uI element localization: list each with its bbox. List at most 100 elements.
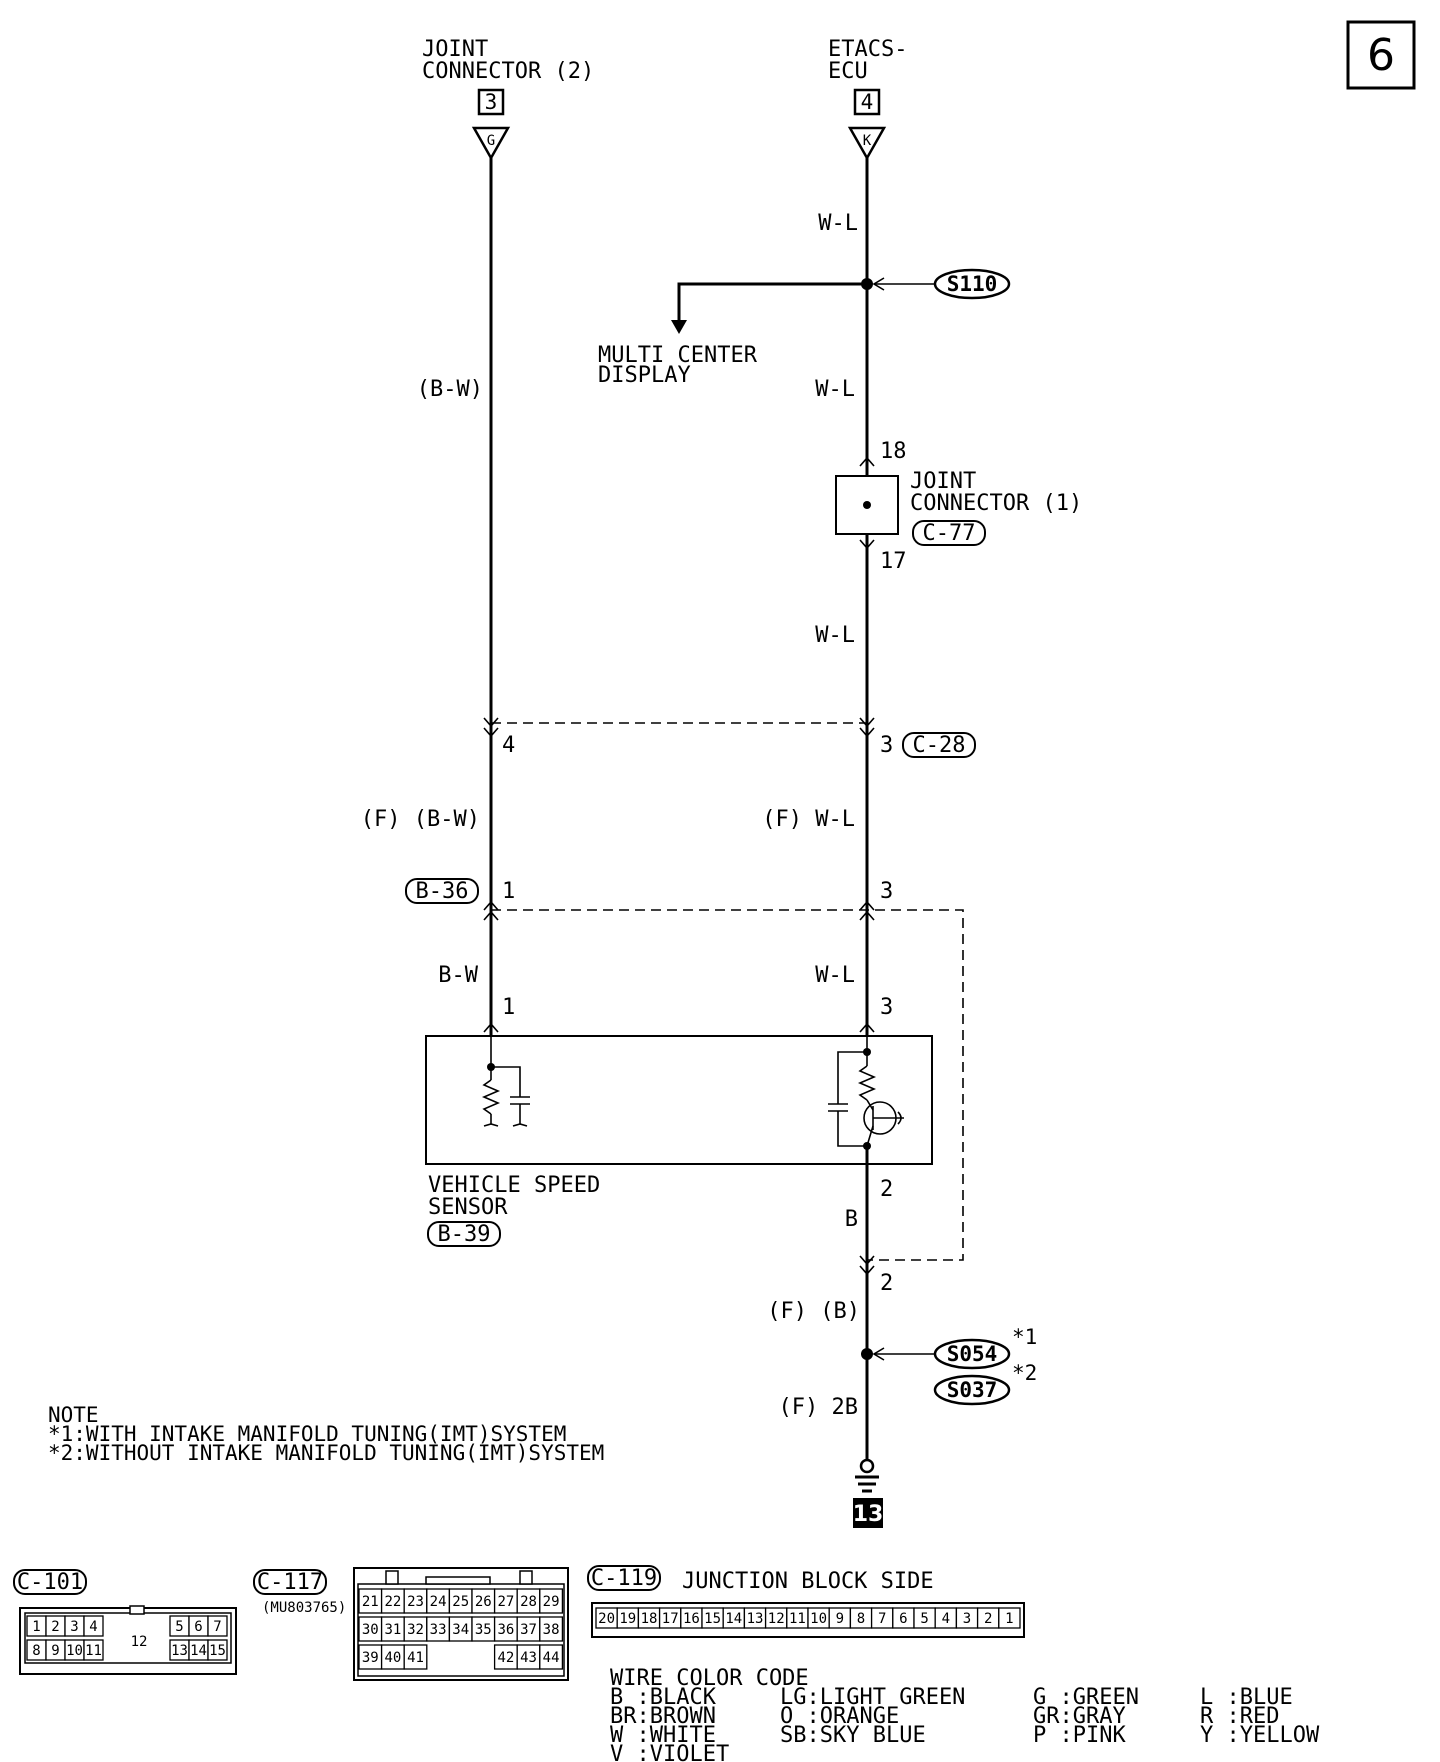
c117-pin-42: 42	[493, 1644, 518, 1670]
vehicle-speed-sensor: VEHICLE SPEED SENSOR B-39	[425, 1010, 933, 1247]
right-wire-color-8: (F) 2B	[779, 1395, 858, 1420]
ground-number: 13	[853, 1502, 884, 1527]
wcc-col1-3: V :VIOLET	[610, 1742, 729, 1762]
svg-text:14: 14	[190, 1643, 207, 1659]
c119-pin-15: 15	[701, 1607, 724, 1629]
jc1-name-2: CONNECTOR (1)	[910, 491, 1082, 516]
right-wire-color-7: (F) (B)	[767, 1299, 860, 1324]
c119-pin-14: 14	[722, 1607, 746, 1629]
svg-text:37: 37	[520, 1622, 537, 1638]
svg-text:27: 27	[497, 1594, 514, 1610]
page-number: 6	[1367, 30, 1395, 81]
c119-pin-16: 16	[680, 1607, 703, 1629]
svg-text:11: 11	[85, 1643, 102, 1659]
c119-pin-13: 13	[743, 1607, 767, 1629]
sensor-pin-3: 3	[880, 995, 893, 1020]
svg-text:6: 6	[194, 1619, 202, 1635]
c101-pin-8: 8	[26, 1639, 47, 1661]
sensor-name-2: SENSOR	[428, 1195, 508, 1220]
c117-pin-22: 22	[380, 1588, 405, 1614]
right-wire-color-3: W-L	[815, 623, 855, 648]
c101-pin-10: 10	[64, 1639, 85, 1661]
svg-text:19: 19	[619, 1611, 636, 1627]
svg-text:33: 33	[430, 1622, 447, 1638]
wcc-col1-1: BR:BROWN	[610, 1704, 716, 1729]
c117-pin-44: 44	[539, 1644, 564, 1670]
right-wire: W-L S110 MULTI CENTER DISPLAY W-L 18 JOI…	[598, 158, 1082, 1528]
svg-text:28: 28	[520, 1594, 537, 1610]
c117-pin-27: 27	[493, 1588, 518, 1614]
svg-text:34: 34	[452, 1622, 469, 1638]
svg-text:13: 13	[747, 1611, 764, 1627]
c117-pin-35: 35	[471, 1616, 496, 1642]
svg-text:8: 8	[857, 1611, 865, 1627]
right-wire-color-4: (F) W-L	[762, 807, 855, 832]
sensor-pin-1: 1	[502, 995, 515, 1020]
c117-pin-31: 31	[380, 1616, 405, 1642]
c119-pin-12: 12	[764, 1607, 788, 1629]
splice-s054-mark: *1	[1012, 1325, 1037, 1349]
svg-text:6: 6	[899, 1611, 907, 1627]
sensor-name-1: VEHICLE SPEED	[428, 1173, 600, 1198]
ground-icon	[859, 1458, 875, 1474]
svg-text:15: 15	[704, 1611, 721, 1627]
svg-text:29: 29	[543, 1594, 560, 1610]
svg-text:16: 16	[683, 1611, 700, 1627]
svg-text:14: 14	[725, 1611, 742, 1627]
c101-pin-12: 12	[131, 1634, 148, 1650]
splice-s037: S037	[947, 1378, 998, 1402]
svg-text:2: 2	[984, 1611, 992, 1627]
resistor-left-icon	[481, 1079, 501, 1115]
c101-pin-3: 3	[64, 1615, 85, 1637]
svg-text:17: 17	[662, 1611, 679, 1627]
svg-text:40: 40	[384, 1650, 401, 1666]
resistor-right-icon	[857, 1065, 877, 1101]
c101-pin-9: 9	[45, 1639, 66, 1661]
svg-text:15: 15	[209, 1643, 226, 1659]
svg-text:32: 32	[407, 1622, 424, 1638]
wire-color-code-title: WIRE COLOR CODE	[610, 1666, 809, 1691]
svg-text:9: 9	[836, 1611, 844, 1627]
c119-pin-20: 20	[595, 1607, 618, 1629]
joint-connector-2-name-1: JOINT	[422, 37, 488, 62]
svg-text:24: 24	[430, 1594, 447, 1610]
wcc-col2-1: O :ORANGE	[780, 1704, 899, 1729]
etacs-ecu-name-2: ECU	[828, 59, 868, 84]
c119-pin-7: 7	[870, 1607, 894, 1629]
c119-pin-9: 9	[828, 1607, 852, 1629]
right-wire-color-6: B	[845, 1207, 858, 1232]
wcc-col3-1: GR:GRAY	[1033, 1704, 1126, 1729]
etacs-ecu-header: ETACS- ECU 4 K	[828, 37, 907, 161]
wcc-col4-0: L :BLUE	[1200, 1685, 1293, 1710]
splice-s054: S054	[947, 1342, 998, 1366]
c101-pin-11: 11	[83, 1639, 104, 1661]
svg-text:1: 1	[32, 1619, 40, 1635]
shield-line-b36	[491, 909, 964, 1261]
c101-pin-13: 13	[169, 1639, 190, 1661]
wcc-col1-2: W :WHITE	[610, 1723, 716, 1748]
sensor-code: B-39	[438, 1222, 491, 1247]
c117-pin-28: 28	[516, 1588, 541, 1614]
left-wire: (B-W) 4 (F) (B-W) B-36 1 B-W 1	[361, 158, 515, 1033]
c101-pin-5: 5	[169, 1615, 190, 1637]
c117-pin-39: 39	[358, 1644, 383, 1670]
c119-pin-5: 5	[913, 1607, 936, 1629]
c117-pin-29: 29	[539, 1588, 564, 1614]
c101-code: C-101	[17, 1570, 83, 1595]
svg-text:5: 5	[920, 1611, 928, 1627]
svg-text:35: 35	[475, 1622, 492, 1638]
svg-text:8: 8	[32, 1643, 40, 1659]
wcc-col4-2: Y :YELLOW	[1200, 1723, 1320, 1748]
left-wire-color-mid: (F) (B-W)	[361, 807, 480, 832]
joint-connector-2-name-2: CONNECTOR (2)	[422, 59, 594, 84]
c101-pin-1: 1	[26, 1615, 47, 1637]
note-block: NOTE *1:WITH INTAKE MANIFOLD TUNING(IMT)…	[48, 1403, 604, 1465]
svg-text:5: 5	[175, 1619, 183, 1635]
svg-text:18: 18	[641, 1611, 658, 1627]
note-line-2: *2:WITHOUT INTAKE MANIFOLD TUNING(IMT)SY…	[48, 1441, 604, 1465]
jc1-name-1: JOINT	[910, 469, 976, 494]
wcc-col2-0: LG:LIGHT GREEN	[780, 1685, 965, 1710]
svg-text:20: 20	[598, 1611, 615, 1627]
svg-text:21: 21	[362, 1594, 379, 1610]
svg-text:7: 7	[213, 1619, 221, 1635]
